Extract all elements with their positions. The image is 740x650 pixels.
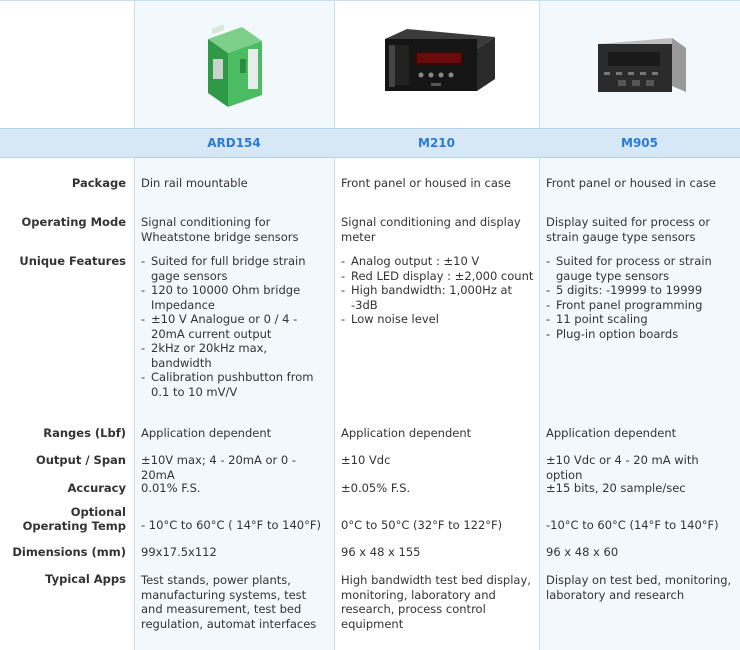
operating-mode-ard154: Signal conditioning for Wheatstone bridg…: [141, 215, 299, 244]
features-list-m210: -Analog output : ±10 V -Red LED display …: [341, 254, 536, 327]
feature-item: -±10 V Analogue or 0 / 4 - 20mA current …: [141, 312, 298, 341]
temp-ard154: - 10°C to 60°C ( 14°F to 140°F): [141, 518, 321, 532]
row-label-operating-mode: Operating Mode: [21, 215, 126, 229]
output-span-m210: ±10 Vdc: [341, 453, 391, 467]
row-label-typical-apps: Typical Apps: [45, 572, 126, 586]
column-ard154: [134, 0, 335, 650]
feature-item: -Calibration pushbutton from 0.1 to 10 m…: [141, 370, 314, 399]
row-label-accuracy: Accuracy: [67, 481, 126, 495]
row-label-operating-temp: Operating Temp: [22, 519, 126, 533]
row-label-dimensions: Dimensions (mm): [12, 545, 126, 559]
dimensions-ard154: 99x17.5x112: [141, 545, 217, 559]
feature-item: -High bandwidth: 1,000Hz at -3dB: [341, 283, 513, 312]
temp-m905: -10°C to 60°C (14°F to 140°F): [546, 518, 719, 532]
row-label-unique-features: Unique Features: [19, 254, 126, 268]
row-label-ranges: Ranges (Lbf): [43, 426, 126, 440]
accuracy-m905: ±15 bits, 20 sample/sec: [546, 481, 686, 495]
product-image-row: [0, 1, 740, 128]
feature-item: -Analog output : ±10 V: [341, 254, 480, 268]
column-m210: [334, 0, 540, 650]
features-list-m905: -Suited for process or strain gauge type…: [546, 254, 736, 341]
feature-item: -120 to 10000 Ohm bridge Impedance: [141, 283, 301, 312]
output-span-m905: ±10 Vdc or 4 - 20 mA with option: [546, 453, 699, 482]
feature-item: -Low noise level: [341, 312, 439, 326]
ranges-m905: Application dependent: [546, 426, 677, 440]
operating-mode-m210: Signal conditioning and display meter: [341, 215, 521, 244]
feature-item: -11 point scaling: [546, 312, 648, 326]
package-ard154: Din rail mountable: [141, 176, 248, 190]
package-m210: Front panel or housed in case: [341, 176, 511, 190]
din-rail-module-icon: [208, 24, 262, 107]
panel-meter-icon: [598, 38, 686, 92]
ranges-ard154: Application dependent: [141, 426, 272, 440]
label-column: [0, 0, 134, 650]
product-name-m210[interactable]: M210: [418, 136, 455, 150]
row-label-output-span: Output / Span: [35, 453, 126, 467]
panel-meter-red-led-icon: [385, 29, 495, 91]
typical-apps-ard154: Test stands, power plants, manufacturing…: [141, 573, 317, 631]
feature-item: -Suited for process or strain gauge type…: [546, 254, 712, 283]
dimensions-m905: 96 x 48 x 60: [546, 545, 619, 559]
output-span-ard154: ±10V max; 4 - 20mA or 0 - 20mA: [141, 453, 297, 482]
features-list-ard154: -Suited for full bridge strain gage sens…: [141, 254, 331, 399]
ranges-m210: Application dependent: [341, 426, 472, 440]
product-name-ard154[interactable]: ARD154: [207, 136, 261, 150]
accuracy-ard154: 0.01% F.S.: [141, 481, 201, 495]
typical-apps-m210: High bandwidth test bed display, monitor…: [341, 573, 531, 631]
temp-m210: 0°C to 50°C (32°F to 122°F): [341, 518, 503, 532]
operating-mode-m905: Display suited for process or strain gau…: [546, 215, 711, 244]
feature-item: -5 digits: -19999 to 19999: [546, 283, 703, 297]
row-label-optional: Optional: [70, 505, 126, 519]
column-m905: [539, 0, 740, 650]
feature-item: -Front panel programming: [546, 297, 703, 312]
dimensions-m210: 96 x 48 x 155: [341, 545, 421, 559]
product-name-row: ARD154 M210 M905: [0, 128, 740, 158]
package-m905: Front panel or housed in case: [546, 176, 716, 190]
feature-item: -2kHz or 20kHz max, bandwidth: [141, 341, 268, 370]
feature-item: -Plug-in option boards: [546, 326, 679, 341]
product-name-m905[interactable]: M905: [621, 136, 658, 150]
feature-item: -Red LED display : ±2,000 count: [341, 268, 534, 283]
feature-item: -Suited for full bridge strain gage sens…: [141, 254, 306, 283]
accuracy-m210: ±0.05% F.S.: [341, 481, 411, 495]
typical-apps-m905: Display on test bed, monitoring, laborat…: [546, 573, 732, 602]
row-label-package: Package: [71, 176, 126, 190]
